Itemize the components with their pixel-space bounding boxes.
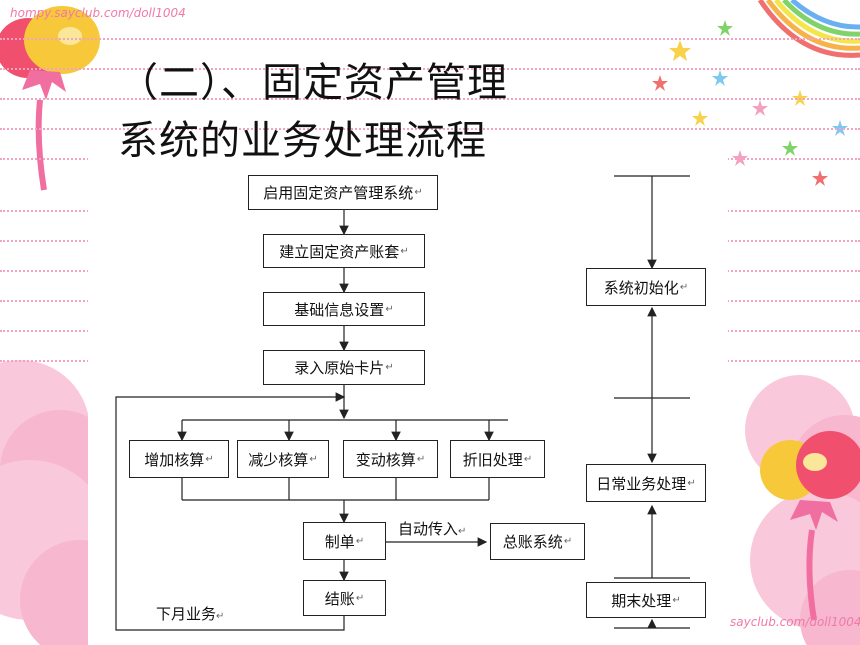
- return-mark: ↵: [523, 453, 533, 465]
- phase-init-label: 系统初始化: [603, 278, 679, 297]
- dotted-divider: [0, 38, 860, 40]
- return-mark: ↵: [414, 187, 423, 198]
- label-next-month: 下月业务↵: [156, 603, 224, 624]
- return-mark: ↵: [687, 477, 696, 489]
- return-mark: ↵: [355, 535, 365, 547]
- watermark-bottom: sayclub.com/doll1004: [730, 615, 860, 629]
- step-original-cards-label: 录入原始卡片: [294, 359, 385, 377]
- step-setup-books: 建立固定资产账套↵: [263, 234, 425, 268]
- step-basic-info-label: 基础信息设置: [294, 300, 385, 319]
- phase-daily: 日常业务处理↵: [586, 464, 706, 502]
- phase-daily-label: 日常业务处理: [596, 474, 687, 493]
- return-mark: ↵: [679, 281, 689, 293]
- step-setup-books-label: 建立固定资产账套: [279, 242, 400, 261]
- step-reduce: 减少核算↵: [237, 440, 329, 478]
- slide-title-line2: 系统的业务处理流程: [118, 118, 487, 164]
- step-basic-info: 基础信息设置↵: [263, 292, 425, 326]
- loop-next-month: [115, 392, 346, 631]
- step-voucher-label: 制单: [324, 532, 355, 551]
- watermark-top: hompy.sayclub.com/doll1004: [10, 6, 186, 20]
- return-mark: ↵: [416, 453, 426, 465]
- step-reduce-label: 减少核算: [248, 450, 309, 469]
- label-auto-transfer: 自动传入↵: [398, 518, 466, 539]
- step-add-label: 增加核算: [144, 450, 205, 469]
- step-ledger: 总账系统↵: [490, 523, 585, 560]
- return-mark: ↵: [205, 453, 214, 465]
- phase-period-end-label: 期末处理: [611, 591, 672, 610]
- step-close-label: 结账: [324, 589, 355, 608]
- dotted-divider: [0, 128, 860, 130]
- step-add: 增加核算↵: [129, 440, 229, 478]
- return-mark: ↵: [309, 453, 318, 465]
- step-start-system-label: 启用固定资产管理系统: [263, 184, 414, 202]
- balloon-bottom-right: [760, 431, 860, 621]
- step-change: 变动核算↵: [343, 440, 438, 478]
- return-mark: ↵: [458, 526, 467, 537]
- step-close: 结账↵: [303, 580, 386, 616]
- step-ledger-label: 总账系统: [502, 533, 563, 551]
- step-original-cards: 录入原始卡片↵: [263, 350, 425, 385]
- return-mark: ↵: [216, 611, 225, 622]
- return-mark: ↵: [385, 362, 394, 373]
- rainbow-graphic: [757, 0, 860, 58]
- return-mark: ↵: [385, 303, 394, 315]
- step-change-label: 变动核算: [355, 450, 416, 469]
- label-auto-transfer-text: 自动传入: [398, 520, 459, 538]
- slide-title-line1: （二）、固定资产管理: [118, 60, 508, 106]
- return-mark: ↵: [400, 245, 409, 257]
- dotted-divider: [0, 68, 860, 70]
- step-voucher: 制单↵: [303, 522, 386, 560]
- return-mark: ↵: [672, 594, 681, 606]
- return-mark: ↵: [355, 592, 365, 604]
- phase-period-end: 期末处理↵: [586, 582, 706, 618]
- step-start-system: 启用固定资产管理系统↵: [248, 175, 438, 210]
- phase-init: 系统初始化↵: [586, 268, 706, 306]
- dotted-divider: [0, 98, 860, 100]
- return-mark: ↵: [563, 536, 573, 547]
- label-next-month-text: 下月业务: [156, 605, 217, 623]
- step-depreciation: 折旧处理↵: [450, 440, 545, 478]
- balloon-top-left: [0, 6, 100, 191]
- step-depreciation-label: 折旧处理: [462, 450, 523, 469]
